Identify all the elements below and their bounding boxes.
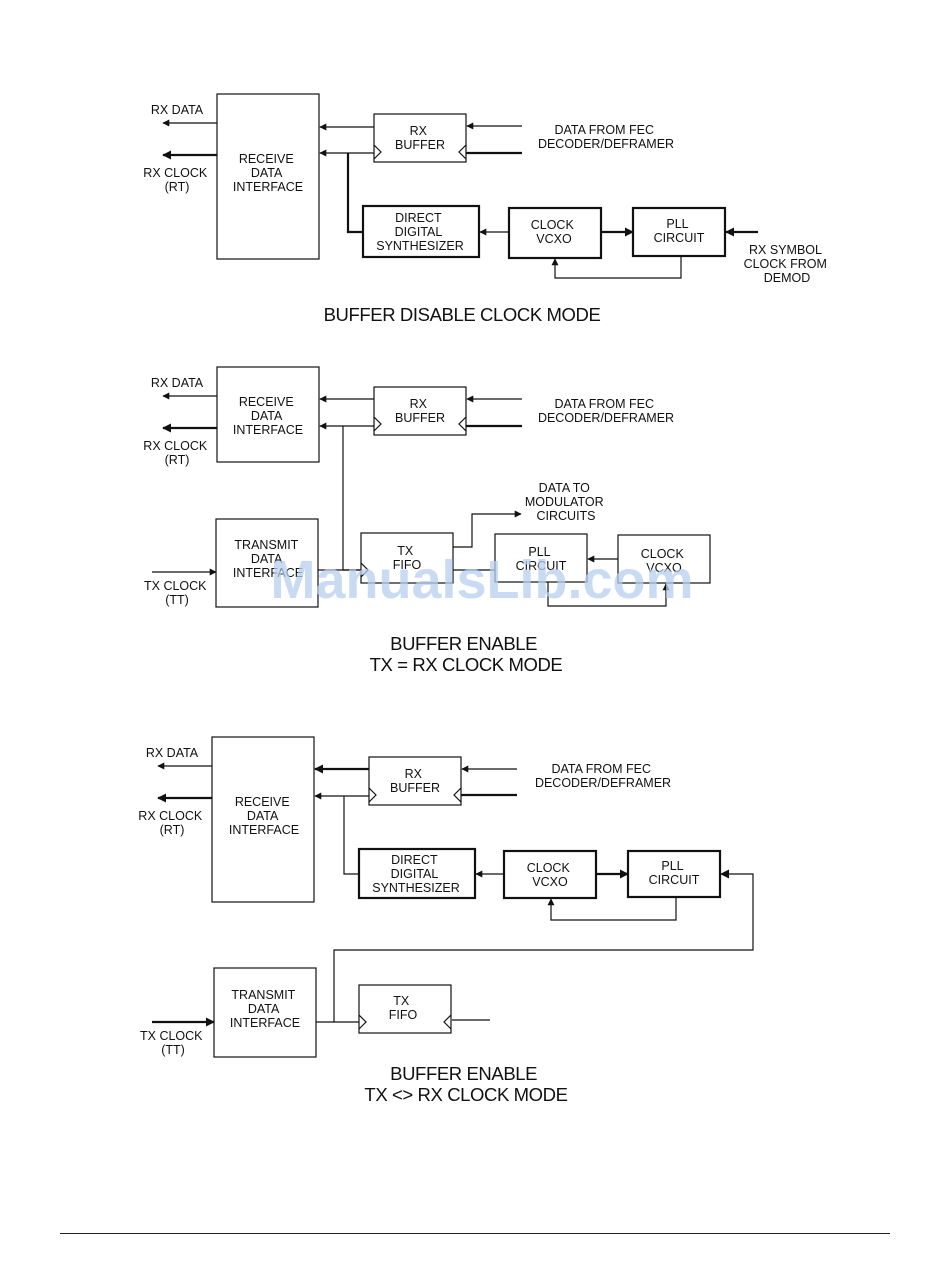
pll-circuit-label: PLL CIRCUIT xyxy=(649,859,700,887)
dds-clock-line xyxy=(343,796,359,875)
data-from-fec-label: DATA FROM FEC DECODER/DEFRAMER xyxy=(538,397,674,425)
dds-label: DIRECT DIGITAL SYNTHESIZER xyxy=(372,853,460,895)
clock-vcxo-label: CLOCK VCXO xyxy=(531,218,578,246)
clock-notch xyxy=(373,144,382,160)
clock-vcxo-box xyxy=(617,534,711,584)
pll-circuit-label: PLL CIRCUIT xyxy=(654,217,705,245)
pll-feedback-line xyxy=(547,897,677,921)
rx-buffer-box xyxy=(373,113,467,163)
pll-circuit-box xyxy=(494,533,588,583)
clock-notch xyxy=(360,562,369,578)
footer-rule xyxy=(60,1233,890,1234)
receive-data-interface-box xyxy=(216,93,320,260)
data-to-modulator-label: DATA TO MODULATOR CIRCUITS xyxy=(525,481,607,523)
caption-buffer-enable-tx-eq-rx: BUFFER ENABLE TX = RX CLOCK MODE xyxy=(370,633,563,675)
data-from-fec-label: DATA FROM FEC DECODER/DEFRAMER xyxy=(538,123,674,151)
rx-data-label: RX DATA xyxy=(151,103,204,117)
diagram-buffer-disable: RX DATA RX CLOCK (RT) RECEIVE DATA INTER… xyxy=(143,93,831,325)
watermark: ManualsLib.com xyxy=(270,550,693,610)
clock-notch xyxy=(443,1014,452,1030)
rx-buffer-box xyxy=(368,756,462,806)
clock-notch xyxy=(373,416,382,432)
tx-clock-label: TX CLOCK (TT) xyxy=(140,1029,206,1057)
diagram-buffer-enable-tx-ne-rx: RX DATA RX CLOCK (RT) RECEIVE DATA INTER… xyxy=(138,736,754,1105)
receive-interface-label: RECEIVE DATA INTERFACE xyxy=(233,395,303,437)
caption-buffer-disable: BUFFER DISABLE CLOCK MODE xyxy=(324,304,601,325)
data-from-fec-label: DATA FROM FEC DECODER/DEFRAMER xyxy=(535,762,671,790)
rx-buffer-label: RX BUFFER xyxy=(390,767,440,795)
rx-data-label: RX DATA xyxy=(146,746,199,760)
rx-data-label: RX DATA xyxy=(151,376,204,390)
receive-interface-label: RECEIVE DATA INTERFACE xyxy=(233,152,303,194)
pll-feedback-line xyxy=(551,256,682,279)
dds-clock-line xyxy=(346,153,363,234)
data-to-modulator-arrow xyxy=(453,510,522,548)
rx-buffer-label: RX BUFFER xyxy=(395,397,445,425)
pll-circuit-label: PLL CIRCUIT xyxy=(516,545,567,573)
diagram-buffer-enable-tx-eq-rx: RX DATA RX CLOCK (RT) RECEIVE DATA INTER… xyxy=(143,366,711,675)
tx-fifo-box xyxy=(358,984,452,1034)
rx-clock-label: RX CLOCK (RT) xyxy=(138,809,205,837)
tx-fifo-box xyxy=(360,532,454,584)
clock-notch xyxy=(358,1014,367,1030)
receive-data-interface-box xyxy=(216,366,320,463)
clock-notch xyxy=(453,787,462,803)
tx-clock-to-pll-line xyxy=(316,869,754,1023)
dds-box xyxy=(357,847,477,900)
pll-feedback-line xyxy=(547,582,670,607)
tx-fifo-label: TX FIFO xyxy=(393,544,422,572)
transmit-data-interface-box xyxy=(213,967,317,1058)
transmit-interface-label: TRANSMIT DATA INTERFACE xyxy=(230,988,300,1030)
receive-data-interface-box xyxy=(211,736,315,903)
transmit-interface-label: TRANSMIT DATA INTERFACE xyxy=(233,538,303,580)
dds-box xyxy=(361,204,481,259)
rx-clock-label: RX CLOCK (RT) xyxy=(143,166,210,194)
receive-interface-label: RECEIVE DATA INTERFACE xyxy=(229,795,299,837)
clock-vcxo-label: CLOCK VCXO xyxy=(641,547,688,575)
clock-notch xyxy=(458,144,467,160)
dds-label: DIRECT DIGITAL SYNTHESIZER xyxy=(376,211,464,253)
clock-vcxo-box xyxy=(502,849,598,900)
tx-fifo-label: TX FIFO xyxy=(389,994,418,1022)
tx-clock-label: TX CLOCK (TT) xyxy=(144,579,210,607)
rx-clock-to-fifo-line xyxy=(342,426,361,571)
clock-notch xyxy=(368,787,377,803)
rx-clock-label: RX CLOCK (RT) xyxy=(143,439,210,467)
pll-circuit-box xyxy=(631,206,727,258)
rx-buffer-box xyxy=(373,386,467,436)
pll-circuit-box xyxy=(626,849,722,899)
clock-vcxo-label: CLOCK VCXO xyxy=(527,861,574,889)
rx-buffer-label: RX BUFFER xyxy=(395,124,445,152)
caption-buffer-enable-tx-ne-rx: BUFFER ENABLE TX <> RX CLOCK MODE xyxy=(364,1063,567,1105)
transmit-data-interface-box xyxy=(215,518,319,608)
clock-notch xyxy=(458,416,467,432)
rx-symbol-clock-label: RX SYMBOL CLOCK FROM DEMOD xyxy=(744,243,831,285)
